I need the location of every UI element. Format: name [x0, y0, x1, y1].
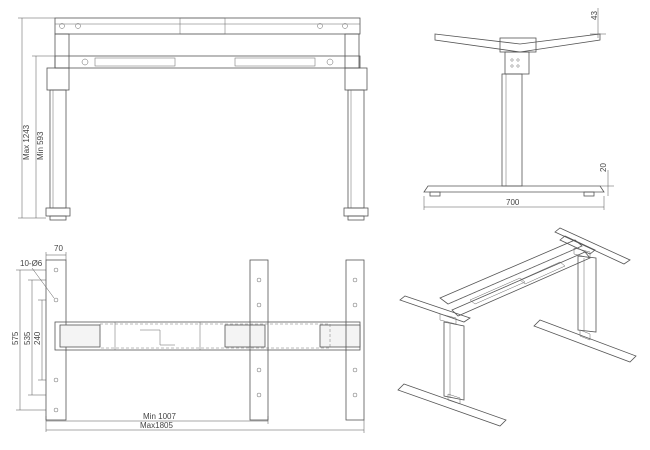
side-view: 43 20 700	[423, 8, 614, 210]
isometric-view	[397, 227, 637, 427]
holes-callout: 10-Ø6	[20, 259, 43, 268]
top-view: 70 10-Ø6 575 535 240 Min 1007 Max1805	[11, 244, 365, 433]
dim-575: 575	[11, 331, 20, 345]
top-max-width: Max1805	[140, 421, 173, 430]
side-foot-length: 700	[506, 198, 520, 207]
front-max-height: Max 1243	[22, 124, 31, 160]
dim-240: 240	[33, 331, 42, 345]
side-foot-height: 20	[599, 163, 608, 172]
front-min-height: Min 593	[36, 131, 45, 160]
top-width-dim: 70	[54, 244, 63, 253]
dim-535: 535	[23, 331, 32, 345]
front-view: Max 1243 Min 593	[18, 17, 369, 221]
side-top-thickness: 43	[590, 11, 599, 20]
top-min-width: Min 1007	[143, 412, 176, 421]
